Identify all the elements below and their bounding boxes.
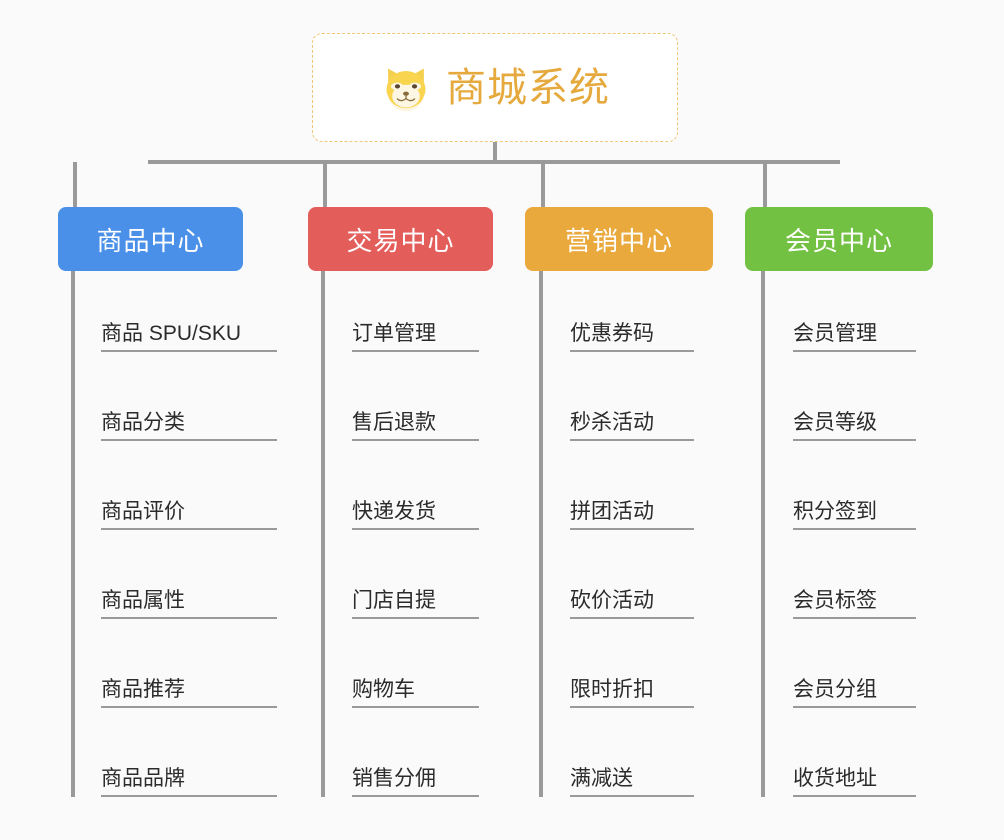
leaf-item[interactable]: 商品属性 bbox=[101, 589, 277, 619]
leaf-label: 订单管理 bbox=[352, 322, 436, 345]
leaf-item[interactable]: 满减送 bbox=[570, 767, 694, 797]
leaf-label: 销售分佣 bbox=[352, 767, 436, 790]
leaf-label: 门店自提 bbox=[352, 589, 436, 612]
leaf-item[interactable]: 商品推荐 bbox=[101, 678, 277, 708]
leaf-label: 优惠券码 bbox=[570, 322, 654, 345]
shiba-dog-face-icon bbox=[386, 68, 426, 112]
leaf-item[interactable]: 限时折扣 bbox=[570, 678, 694, 708]
leaf-item[interactable]: 秒杀活动 bbox=[570, 411, 694, 441]
branch-label: 商品中心 bbox=[96, 225, 205, 256]
leaf-label: 砍价活动 bbox=[570, 589, 654, 612]
leaf-item[interactable]: 门店自提 bbox=[352, 589, 479, 619]
leaf-item[interactable]: 商品 SPU/SKU bbox=[101, 322, 277, 352]
branch-node-3[interactable]: 营销中心 bbox=[525, 207, 713, 271]
branch-label: 营销中心 bbox=[564, 225, 673, 256]
leaf-label: 商品 SPU/SKU bbox=[101, 322, 242, 345]
leaf-label: 会员分组 bbox=[793, 678, 877, 701]
leaf-label: 商品品牌 bbox=[101, 767, 185, 790]
root-node[interactable]: 商城系统 bbox=[312, 33, 678, 142]
leaf-label: 商品分类 bbox=[101, 411, 185, 434]
leaf-label: 商品评价 bbox=[101, 500, 185, 523]
leaf-item[interactable]: 砍价活动 bbox=[570, 589, 694, 619]
leaf-item[interactable]: 会员等级 bbox=[793, 411, 916, 441]
leaf-item[interactable]: 购物车 bbox=[352, 678, 479, 708]
leaf-label: 秒杀活动 bbox=[570, 411, 654, 434]
leaf-item[interactable]: 拼团活动 bbox=[570, 500, 694, 530]
leaf-item[interactable]: 优惠券码 bbox=[570, 322, 694, 352]
leaf-item[interactable]: 会员管理 bbox=[793, 322, 916, 352]
leaf-item[interactable]: 收货地址 bbox=[793, 767, 916, 797]
leaf-item[interactable]: 商品分类 bbox=[101, 411, 277, 441]
root-title: 商城系统 bbox=[446, 65, 610, 110]
leaf-label: 会员等级 bbox=[793, 411, 877, 434]
branch-node-4[interactable]: 会员中心 bbox=[745, 207, 933, 271]
leaf-item[interactable]: 售后退款 bbox=[352, 411, 479, 441]
leaf-item[interactable]: 商品品牌 bbox=[101, 767, 277, 797]
leaf-label: 购物车 bbox=[352, 678, 415, 701]
leaf-item[interactable]: 会员标签 bbox=[793, 589, 916, 619]
leaf-label: 快递发货 bbox=[352, 500, 436, 523]
branch-label: 会员中心 bbox=[784, 225, 893, 256]
leaf-label: 拼团活动 bbox=[570, 500, 654, 523]
leaf-label: 会员标签 bbox=[793, 589, 877, 612]
leaf-label: 收货地址 bbox=[793, 767, 877, 790]
leaf-label: 满减送 bbox=[570, 767, 633, 790]
branch-node-1[interactable]: 商品中心 bbox=[58, 207, 243, 271]
leaf-item[interactable]: 会员分组 bbox=[793, 678, 916, 708]
leaf-item[interactable]: 商品评价 bbox=[101, 500, 277, 530]
leaf-label: 售后退款 bbox=[352, 411, 436, 434]
leaf-label: 商品属性 bbox=[101, 589, 185, 612]
leaf-item[interactable]: 快递发货 bbox=[352, 500, 479, 530]
branch-label: 交易中心 bbox=[346, 225, 455, 256]
leaf-item[interactable]: 订单管理 bbox=[352, 322, 479, 352]
leaf-item[interactable]: 积分签到 bbox=[793, 500, 916, 530]
leaf-label: 会员管理 bbox=[793, 322, 877, 345]
leaf-item[interactable]: 销售分佣 bbox=[352, 767, 479, 797]
branch-node-2[interactable]: 交易中心 bbox=[308, 207, 493, 271]
leaf-label: 积分签到 bbox=[793, 500, 877, 523]
leaf-label: 商品推荐 bbox=[101, 678, 185, 701]
leaf-label: 限时折扣 bbox=[570, 678, 654, 701]
